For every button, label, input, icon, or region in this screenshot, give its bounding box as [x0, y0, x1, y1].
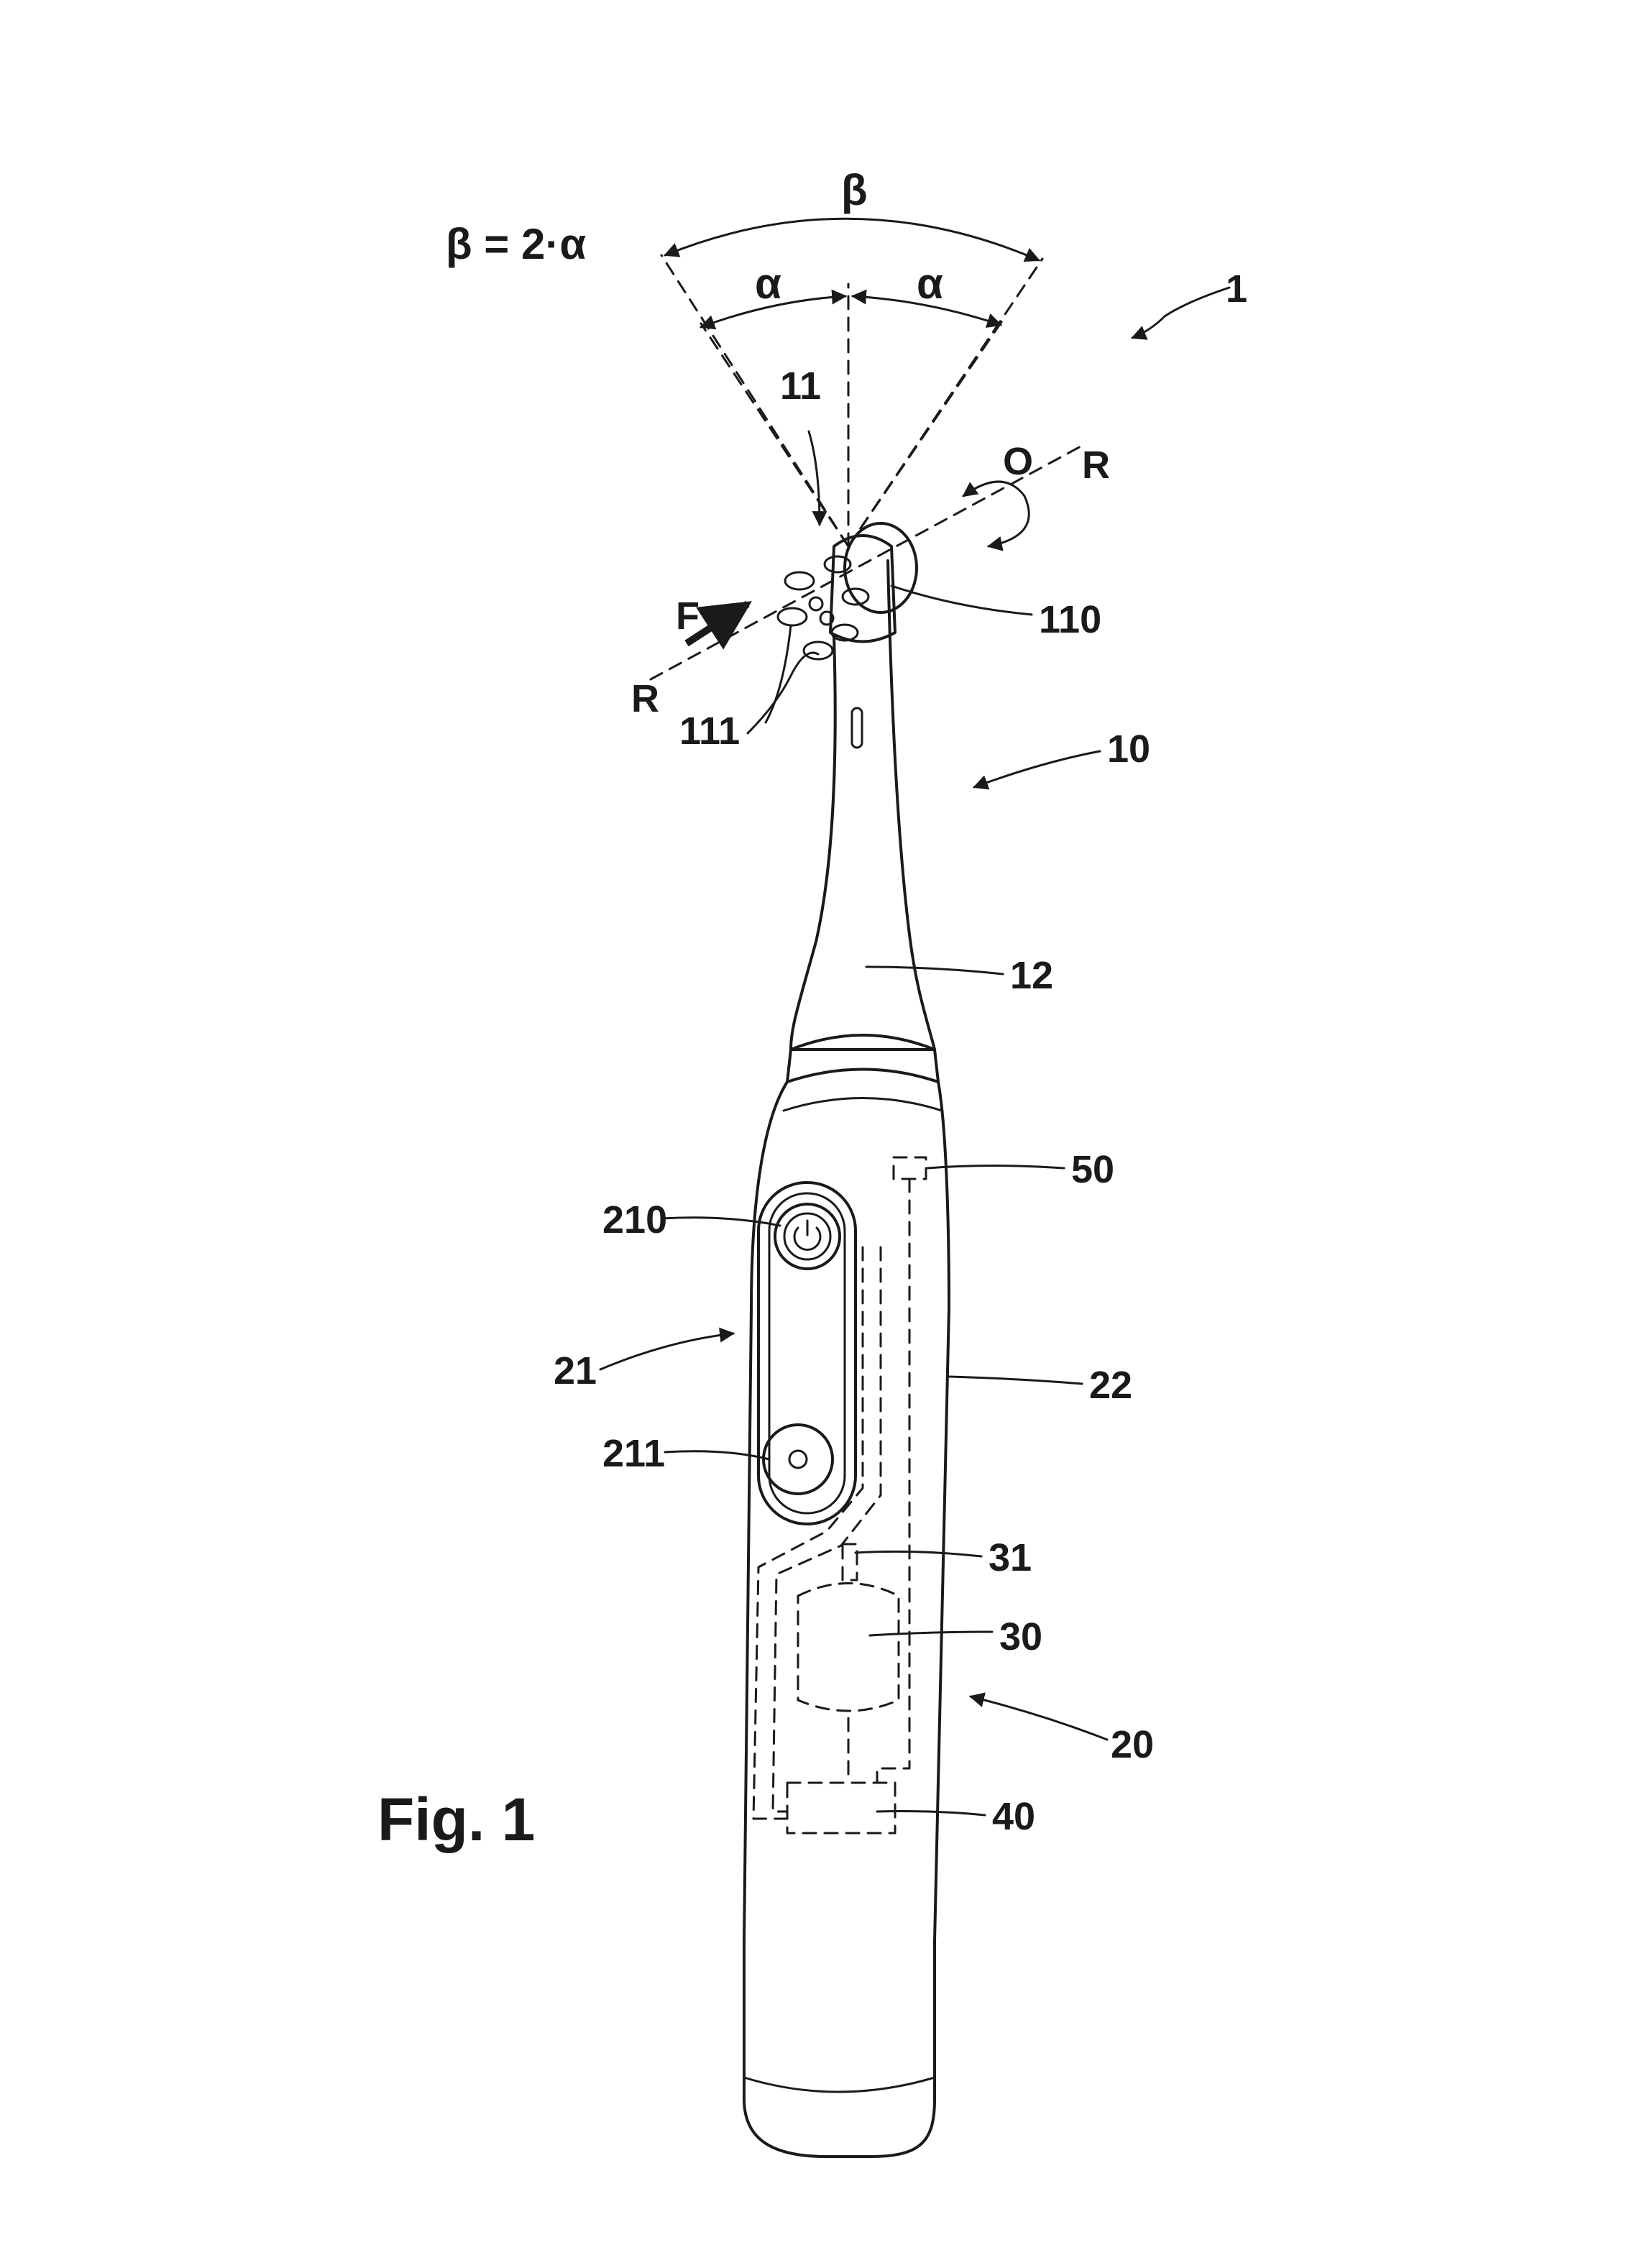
numeral-31: 31 — [989, 1536, 1032, 1579]
numeral-211: 211 — [602, 1432, 665, 1475]
leader-12 — [865, 965, 1004, 975]
leader-lines — [599, 286, 1231, 1817]
control-unit-box — [786, 1781, 897, 1835]
numeral-110: 110 — [1039, 598, 1101, 641]
axis-bottom-label: R — [631, 677, 659, 720]
toothbrush — [743, 559, 950, 2158]
numeral-22: 22 — [1089, 1364, 1132, 1407]
leader-111-a — [746, 651, 820, 735]
force-label: F — [676, 594, 700, 638]
numeral-111: 111 — [679, 710, 740, 753]
handle-base-ring — [743, 2076, 936, 2093]
bristle-tuft-center-2 — [819, 610, 835, 626]
leader-210 — [660, 1216, 781, 1227]
beta-arc — [664, 217, 1040, 262]
alpha-limit-right-line — [847, 318, 1004, 548]
bristle-tuft-2 — [776, 607, 808, 627]
leader-111-b — [764, 624, 792, 724]
bristle-tuft-1 — [784, 571, 815, 591]
oscillation-label: O — [1003, 440, 1033, 483]
bristle-tuft-3 — [802, 641, 834, 661]
drive-shaft-outline — [841, 1543, 858, 1581]
leader-40 — [876, 1810, 986, 1817]
numeral-12: 12 — [1010, 954, 1053, 997]
numeral-40: 40 — [992, 1795, 1035, 1838]
bristle-tuft-4 — [830, 623, 859, 642]
alpha-right-arc — [850, 289, 1002, 328]
neck-slot — [850, 707, 863, 749]
bristle-carrier — [829, 534, 897, 643]
beta-label: β — [841, 166, 868, 214]
bristle-tuft-6 — [823, 555, 852, 574]
beta-limit-left-line — [660, 254, 850, 548]
sensor-box — [892, 1156, 927, 1180]
neck-collar — [786, 1034, 940, 1083]
alpha-left-arc — [700, 289, 848, 330]
brush-head — [776, 522, 918, 661]
labels: β = 2·α β α α 1 11 O R 110 F R 111 10 12… — [377, 166, 1247, 1853]
alpha-left-label: α — [755, 260, 781, 308]
leader-110 — [890, 584, 1033, 616]
motor-outline — [797, 1582, 900, 1712]
leader-30 — [868, 1630, 994, 1637]
leader-20 — [968, 1692, 1109, 1741]
leader-22 — [948, 1375, 1083, 1385]
numeral-10: 10 — [1107, 727, 1150, 771]
sensor-wire — [876, 1177, 911, 1784]
power-button-ring — [783, 1212, 832, 1261]
oscillation-arrow — [962, 480, 1030, 551]
numeral-1: 1 — [1226, 267, 1247, 311]
alpha-limit-left-line — [700, 322, 850, 548]
bristle-carrier-back — [843, 522, 918, 614]
mode-button — [762, 1423, 834, 1495]
angle-construction — [660, 217, 1044, 548]
figure-title: Fig. 1 — [377, 1786, 535, 1853]
numeral-21: 21 — [554, 1349, 597, 1392]
brush-neck-outline — [789, 559, 936, 1051]
bristle-tuft-center-1 — [808, 596, 824, 612]
button-wire-outer — [752, 1246, 864, 1820]
button-panel-inner — [768, 1192, 846, 1515]
button-panel-outline — [757, 1181, 857, 1525]
leader-211 — [664, 1450, 771, 1461]
numeral-50: 50 — [1071, 1148, 1114, 1191]
numeral-20: 20 — [1111, 1723, 1154, 1766]
bristle-tuft-5 — [841, 587, 870, 606]
power-icon — [793, 1226, 822, 1251]
mode-button-dot — [788, 1449, 808, 1469]
leader-21 — [599, 1327, 735, 1371]
power-button — [774, 1203, 841, 1270]
button-wire-inner — [771, 1246, 882, 1813]
formula-label: β = 2·α — [446, 220, 586, 268]
numeral-30: 30 — [999, 1615, 1042, 1658]
collar-ring — [782, 1097, 943, 1112]
alpha-right-label: α — [917, 260, 943, 308]
axis-top-label: R — [1082, 444, 1110, 487]
leader-50 — [926, 1165, 1065, 1170]
handle-housing-outline — [743, 1080, 950, 2158]
numeral-11: 11 — [780, 364, 821, 408]
numeral-210: 210 — [602, 1198, 667, 1241]
leader-10 — [973, 750, 1101, 790]
leader-1 — [1131, 286, 1231, 340]
force-arrow — [684, 600, 752, 650]
leader-11 — [807, 430, 827, 527]
leader-31 — [854, 1550, 983, 1558]
